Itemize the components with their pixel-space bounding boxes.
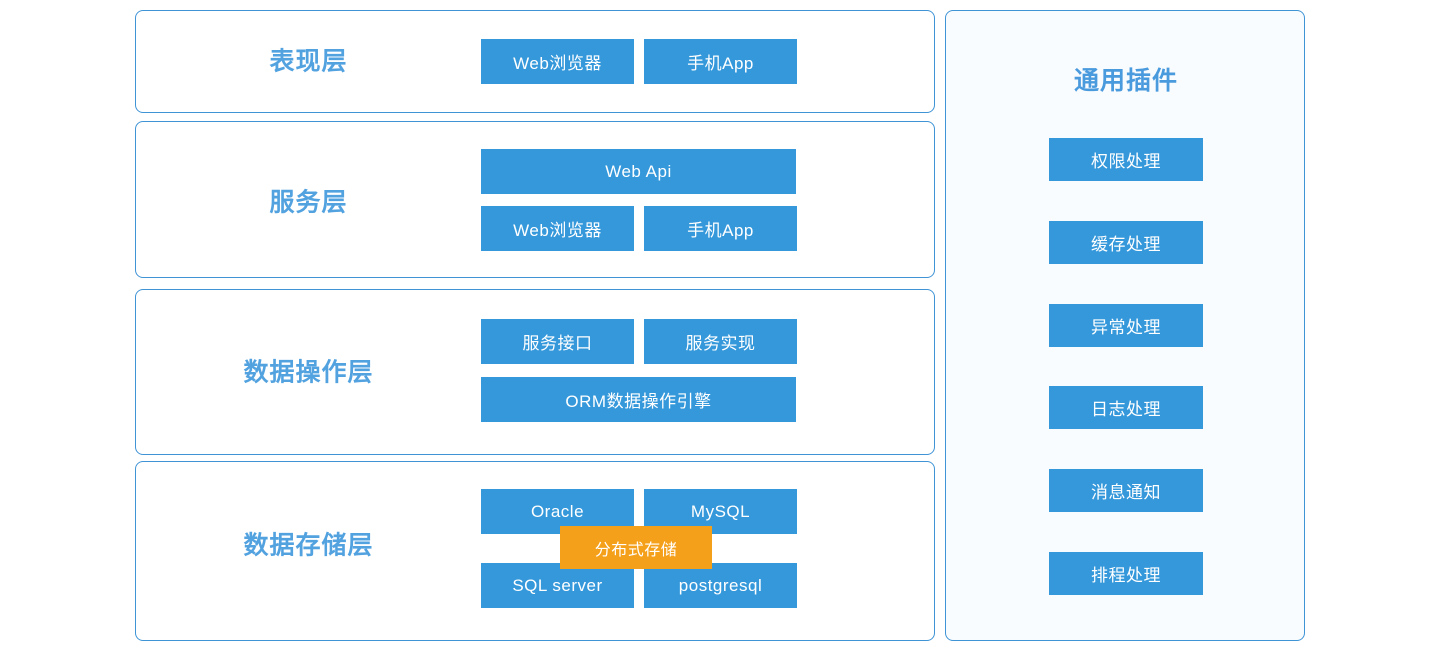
node-presentation-mobile-app[interactable]: 手机App	[644, 39, 797, 84]
layer-panel-presentation: 表现层 Web浏览器 手机App	[135, 10, 935, 113]
plugin-item-message-notify[interactable]: 消息通知	[1049, 469, 1203, 512]
layer-title-service: 服务层	[269, 188, 348, 217]
node-data-storage-distributed-storage[interactable]: 分布式存储	[560, 526, 712, 569]
node-service-web-browser[interactable]: Web浏览器	[481, 206, 634, 251]
node-data-storage-postgresql[interactable]: postgresql	[644, 563, 797, 608]
plugin-item-schedule[interactable]: 排程处理	[1049, 552, 1203, 595]
layer-title-data-storage: 数据存储层	[243, 531, 374, 560]
layer-title-data-operation: 数据操作层	[243, 358, 374, 387]
node-data-storage-sql-server[interactable]: SQL server	[481, 563, 634, 608]
node-data-operation-service-impl[interactable]: 服务实现	[644, 319, 797, 364]
plugin-item-log[interactable]: 日志处理	[1049, 386, 1203, 429]
plugin-item-cache[interactable]: 缓存处理	[1049, 221, 1203, 264]
layer-panel-service: 服务层 Web Api Web浏览器 手机App	[135, 121, 935, 278]
layer-panel-data-operation: 数据操作层 服务接口 服务实现 ORM数据操作引擎	[135, 289, 935, 455]
node-data-operation-service-interface[interactable]: 服务接口	[481, 319, 634, 364]
node-presentation-web-browser[interactable]: Web浏览器	[481, 39, 634, 84]
layer-panel-data-storage: 数据存储层 Oracle MySQL SQL server postgresql…	[135, 461, 935, 641]
node-data-operation-orm-engine[interactable]: ORM数据操作引擎	[481, 377, 796, 422]
node-service-mobile-app[interactable]: 手机App	[644, 206, 797, 251]
node-data-storage-oracle[interactable]: Oracle	[481, 489, 634, 534]
layer-title-presentation: 表现层	[269, 47, 348, 76]
plugins-panel-title: 通用插件	[1073, 67, 1178, 95]
node-service-web-api[interactable]: Web Api	[481, 149, 796, 194]
plugin-item-permission[interactable]: 权限处理	[1049, 138, 1203, 181]
plugin-item-exception[interactable]: 异常处理	[1049, 304, 1203, 347]
plugins-panel: 通用插件 权限处理 缓存处理 异常处理 日志处理 消息通知 排程处理	[945, 10, 1305, 641]
